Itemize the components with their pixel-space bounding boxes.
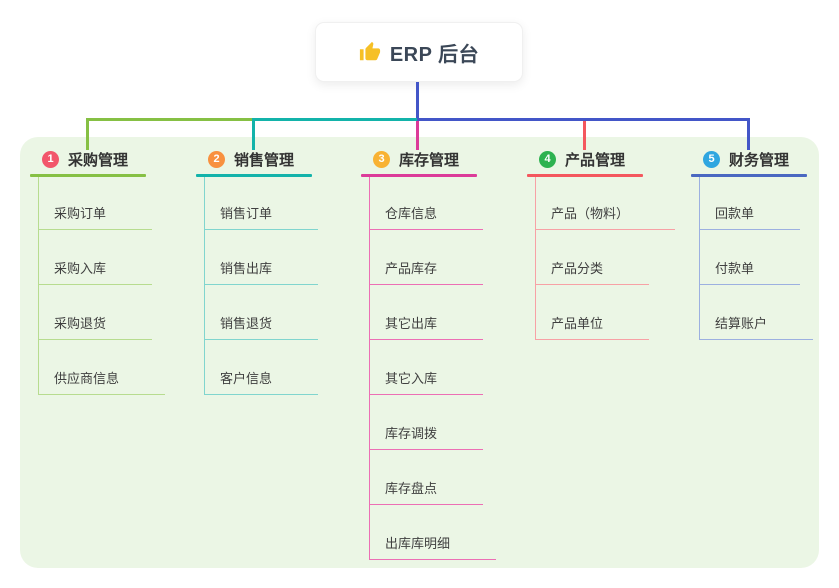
branches-panel <box>20 137 819 568</box>
branch-number-badge: 2 <box>208 150 225 168</box>
subtopic-item[interactable]: 采购入库 <box>38 230 153 285</box>
subtopic-item[interactable]: 销售出库 <box>204 230 319 285</box>
connector-bus-left <box>86 118 254 121</box>
branch-topic[interactable]: 1 采购管理 <box>30 148 146 177</box>
subtopic-item[interactable]: 付款单 <box>699 230 801 285</box>
branch-spine-line <box>699 177 700 340</box>
branch-title: 采购管理 <box>68 151 129 169</box>
connector-root-stem <box>416 82 419 119</box>
branch-spine-line <box>369 177 370 560</box>
subtopic-list: 产品（物料） 产品分类 产品单位 <box>535 177 677 340</box>
branch-underline <box>196 174 312 177</box>
branch-title: 库存管理 <box>399 151 460 169</box>
subtopic-item[interactable]: 产品库存 <box>369 230 484 285</box>
root-node[interactable]: ERP 后台 <box>315 22 523 82</box>
subtopic-list: 销售订单 销售出库 销售退货 客户信息 <box>204 177 346 395</box>
connector-bus-right <box>417 118 750 121</box>
subtopic-item[interactable]: 仓库信息 <box>369 177 484 230</box>
subtopic-item[interactable]: 产品单位 <box>535 285 650 340</box>
branch-underline <box>361 174 477 177</box>
subtopic-item[interactable]: 采购订单 <box>38 177 153 230</box>
subtopic-item[interactable]: 产品分类 <box>535 230 650 285</box>
subtopic-list: 采购订单 采购入库 采购退货 供应商信息 <box>38 177 180 395</box>
subtopic-item[interactable]: 出库库明细 <box>369 505 497 560</box>
branch-purchase-management: 1 采购管理 采购订单 采购入库 采购退货 供应商信息 <box>30 148 180 395</box>
subtopic-item[interactable]: 回款单 <box>699 177 801 230</box>
connector-bus-mid <box>252 118 419 121</box>
branch-title: 销售管理 <box>234 151 295 169</box>
branch-inventory-management: 3 库存管理 仓库信息 产品库存 其它出库 其它入库 库存调拨 库存盘点 出库库… <box>361 148 511 560</box>
connector-drop-inventory <box>416 121 419 150</box>
branch-spine-line <box>204 177 205 395</box>
branch-topic[interactable]: 4 产品管理 <box>527 148 643 177</box>
branch-underline <box>691 174 807 177</box>
subtopic-item[interactable]: 客户信息 <box>204 340 319 395</box>
branch-sales-management: 2 销售管理 销售订单 销售出库 销售退货 客户信息 <box>196 148 346 395</box>
branch-underline <box>30 174 146 177</box>
thumbs-up-icon <box>359 41 381 63</box>
branch-spine-line <box>38 177 39 395</box>
connector-drop-purchase <box>86 118 89 150</box>
branch-title: 财务管理 <box>729 151 790 169</box>
subtopic-item[interactable]: 采购退货 <box>38 285 153 340</box>
branch-underline <box>527 174 643 177</box>
branch-product-management: 4 产品管理 产品（物料） 产品分类 产品单位 <box>527 148 677 340</box>
subtopic-list: 回款单 付款单 结算账户 <box>699 177 839 340</box>
subtopic-item[interactable]: 其它入库 <box>369 340 484 395</box>
subtopic-item[interactable]: 供应商信息 <box>38 340 166 395</box>
branch-topic[interactable]: 3 库存管理 <box>361 148 477 177</box>
subtopic-item[interactable]: 其它出库 <box>369 285 484 340</box>
subtopic-list: 仓库信息 产品库存 其它出库 其它入库 库存调拨 库存盘点 出库库明细 <box>369 177 511 560</box>
subtopic-item[interactable]: 库存调拨 <box>369 395 484 450</box>
subtopic-item[interactable]: 结算账户 <box>699 285 814 340</box>
subtopic-item[interactable]: 产品（物料） <box>535 177 676 230</box>
branch-topic[interactable]: 2 销售管理 <box>196 148 312 177</box>
connector-drop-sales <box>252 118 255 150</box>
subtopic-item[interactable]: 销售订单 <box>204 177 319 230</box>
branch-number-badge: 1 <box>42 150 59 168</box>
subtopic-item[interactable]: 销售退货 <box>204 285 319 340</box>
branch-number-badge: 4 <box>539 150 556 168</box>
branch-title: 产品管理 <box>565 151 626 169</box>
subtopic-item[interactable]: 库存盘点 <box>369 450 484 505</box>
connector-drop-product <box>583 121 586 150</box>
branch-number-badge: 3 <box>373 150 390 168</box>
connector-drop-finance <box>747 118 750 150</box>
branch-finance-management: 5 财务管理 回款单 付款单 结算账户 <box>691 148 839 340</box>
branch-number-badge: 5 <box>703 150 720 168</box>
branch-topic[interactable]: 5 财务管理 <box>691 148 807 177</box>
root-title: ERP 后台 <box>389 43 480 66</box>
branch-spine-line <box>535 177 536 340</box>
